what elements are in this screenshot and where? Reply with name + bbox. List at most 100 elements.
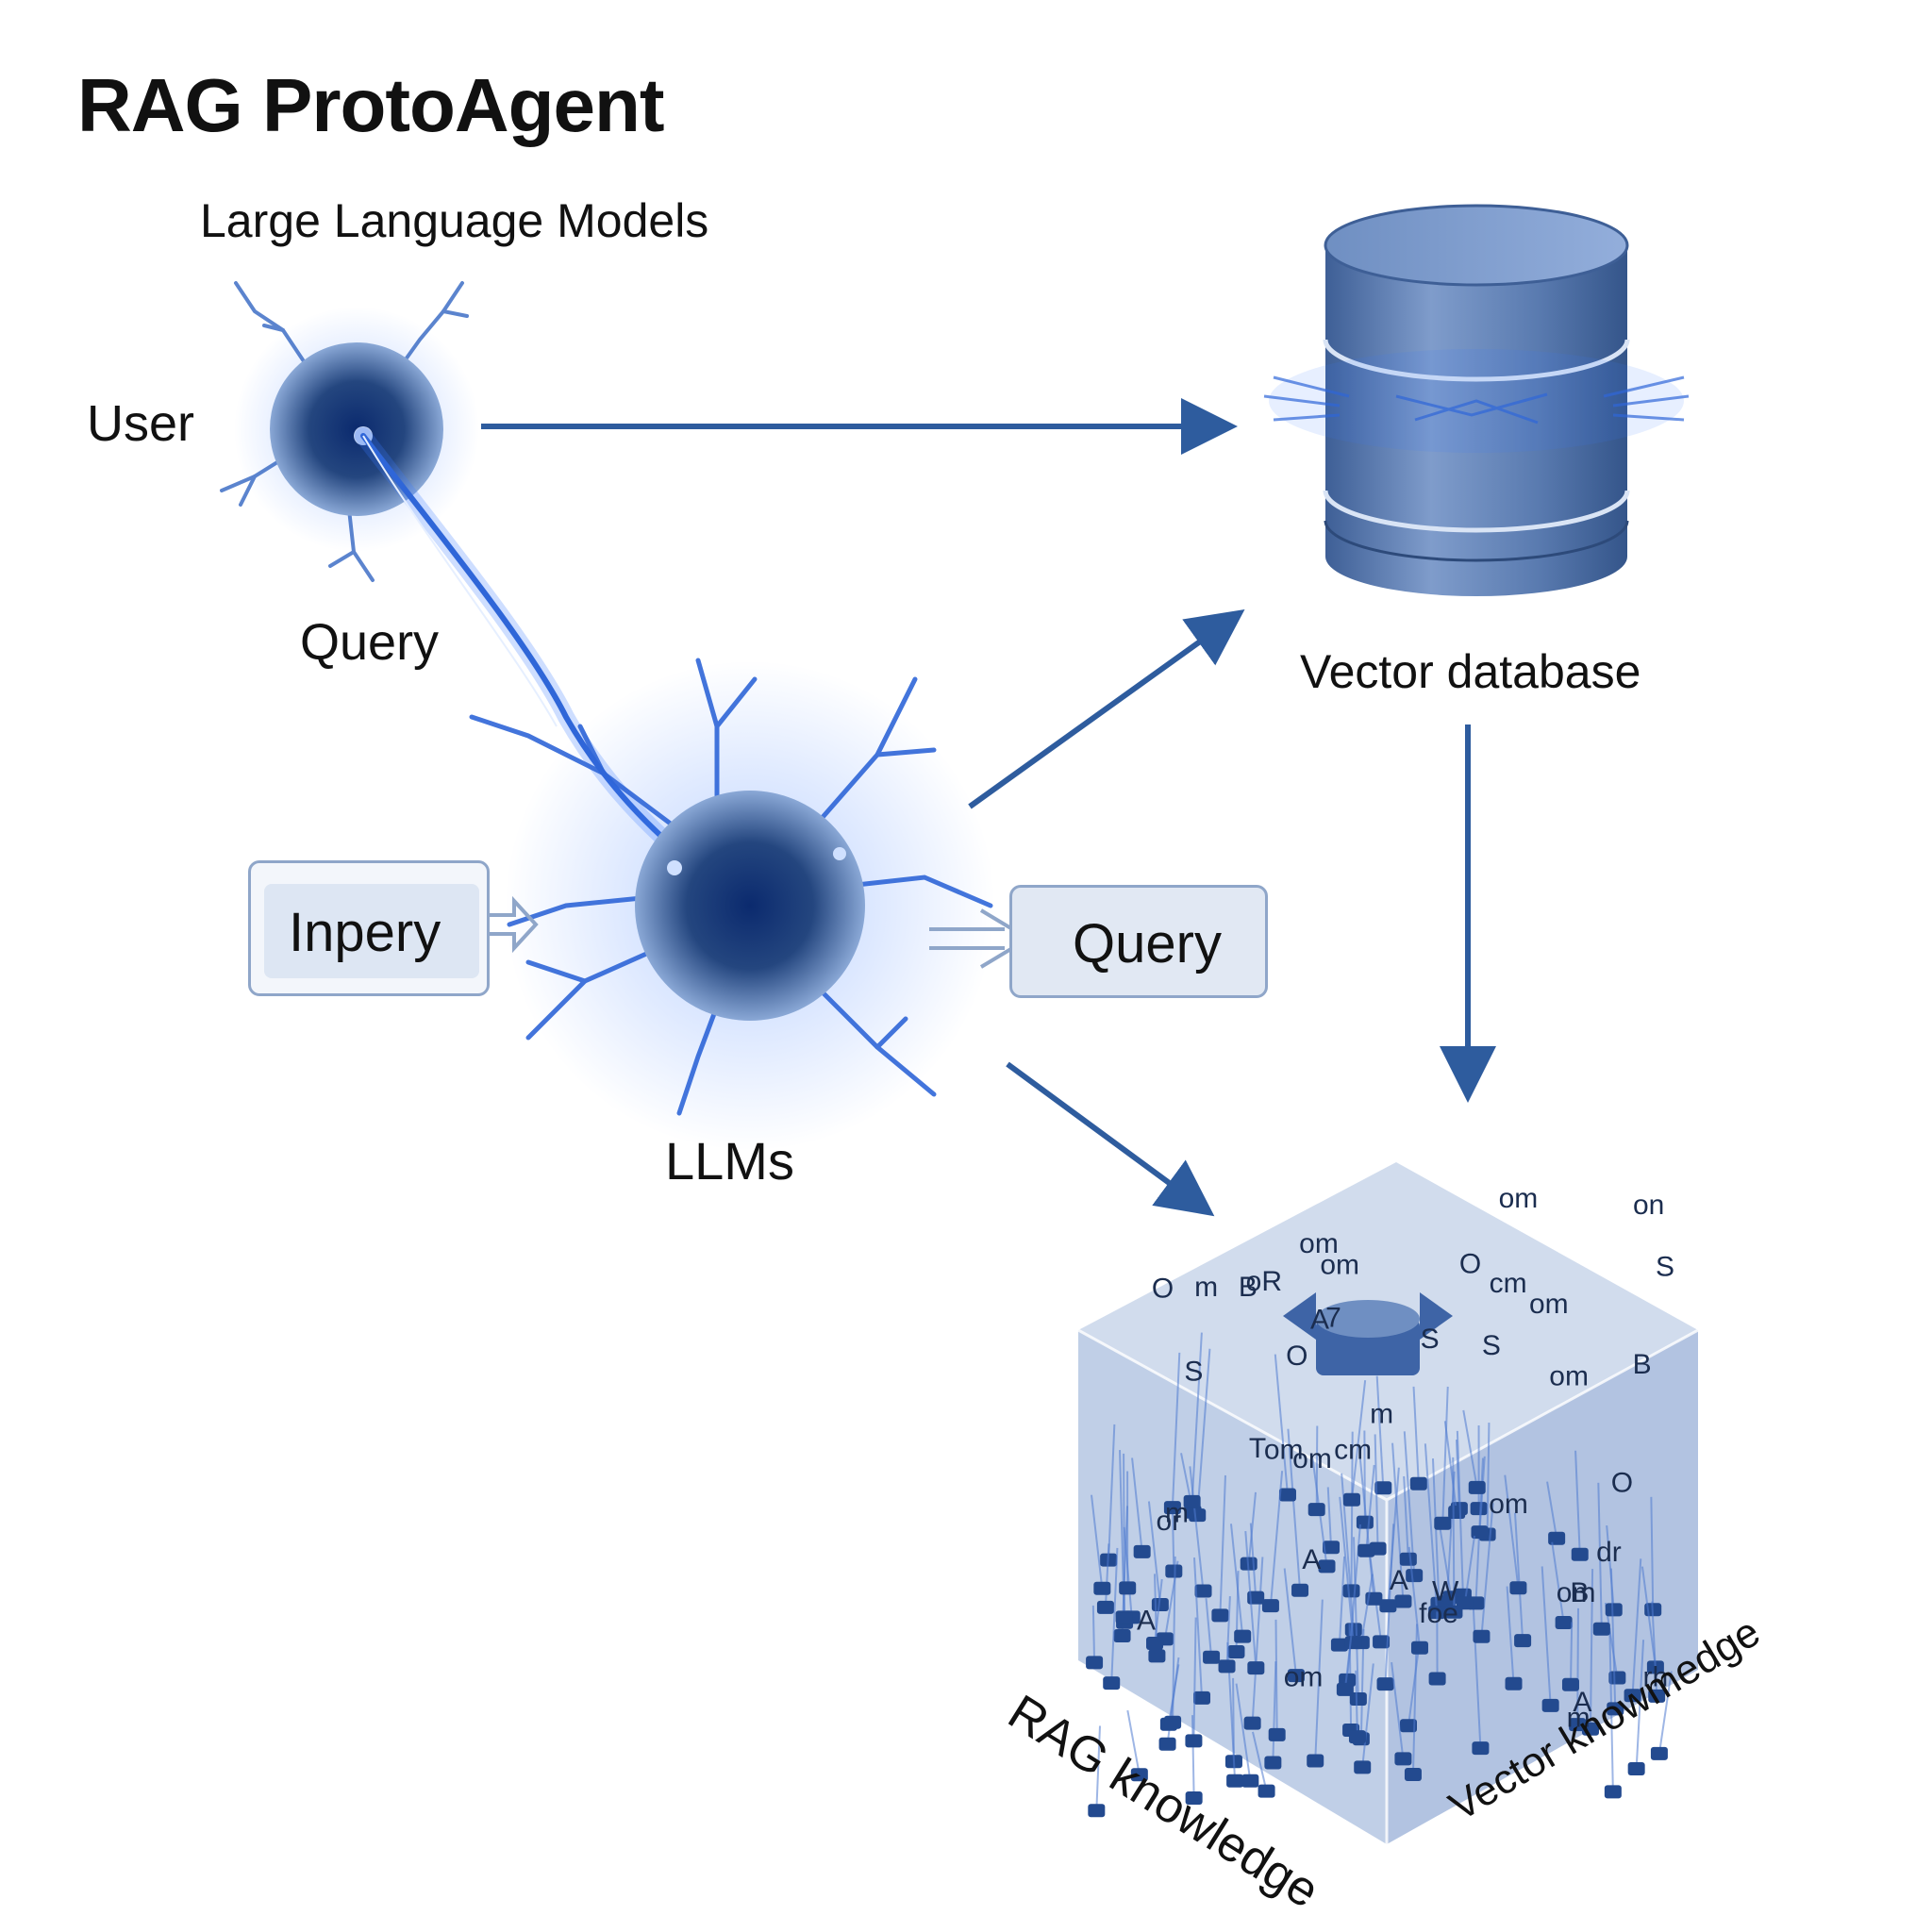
cube-glyph: cm [1334, 1434, 1372, 1465]
cube-filament [1338, 1556, 1346, 1645]
cube-glyph: A [1302, 1544, 1321, 1575]
cube-filament [1272, 1661, 1277, 1763]
cube-glyph: O [1611, 1467, 1633, 1498]
cube-glyph: m [1567, 1702, 1591, 1733]
cube-node [1165, 1564, 1183, 1578]
cube-filament [1506, 1586, 1515, 1684]
cube-node [1115, 1610, 1133, 1624]
cube-filament [1651, 1601, 1658, 1696]
cube-filament [1350, 1431, 1354, 1591]
cube-filament [1452, 1457, 1456, 1612]
cube-filament [1091, 1605, 1096, 1663]
cube-filament [1154, 1578, 1163, 1644]
cube-filament [1251, 1557, 1264, 1724]
cube-filament [1541, 1566, 1552, 1706]
cube-node [1569, 1718, 1587, 1732]
cube-node [1514, 1634, 1532, 1648]
cube-node [1354, 1760, 1372, 1774]
cube-node [1323, 1541, 1341, 1555]
cube-node [1561, 1677, 1579, 1691]
cube-node [1541, 1698, 1559, 1712]
cube-filament [1091, 1494, 1104, 1589]
cube-node [1394, 1752, 1412, 1766]
cube-filament [1589, 1569, 1594, 1729]
cube-node [1604, 1785, 1622, 1799]
cube-node [1592, 1622, 1610, 1636]
cube-glyph: T [1249, 1433, 1266, 1464]
cube-filament [1456, 1430, 1464, 1595]
cube-node [1548, 1531, 1566, 1545]
cube-glyph: S [1421, 1324, 1440, 1355]
cube-filament [1431, 1457, 1441, 1604]
cube-node [1409, 1476, 1427, 1491]
cube-node [1119, 1581, 1137, 1595]
cube-filament [1407, 1546, 1421, 1648]
cube-node [1356, 1515, 1374, 1529]
cube-node [1336, 1682, 1354, 1696]
cube-filament [1191, 1332, 1203, 1502]
cube-node [1148, 1649, 1166, 1663]
cube-node [1164, 1715, 1182, 1729]
cube-filament [1551, 1541, 1565, 1624]
cube-node [1257, 1784, 1275, 1798]
cube-node [1648, 1689, 1666, 1703]
cube-node [1472, 1741, 1490, 1756]
cube-node [1374, 1481, 1392, 1495]
cube-filament [1350, 1379, 1367, 1500]
cube-filament [1193, 1557, 1204, 1698]
cube-filament [1472, 1597, 1482, 1749]
cube-filament [1546, 1481, 1558, 1539]
label-vector-database: Vector database [1300, 645, 1641, 698]
cube-glyph: S [1184, 1357, 1203, 1388]
cube-glyph: B [1239, 1272, 1257, 1303]
cube-node [1650, 1746, 1668, 1760]
cube-filament [1095, 1725, 1101, 1811]
cube-node [1307, 1503, 1325, 1517]
cube-node [1318, 1559, 1336, 1574]
cube-glyph: om [1557, 1577, 1596, 1608]
cube-glyph: om [1264, 1435, 1304, 1466]
cube-filament [1412, 1386, 1420, 1484]
cube-filament [1192, 1617, 1197, 1741]
cube-filament [1339, 1496, 1355, 1643]
cube-filament [1441, 1386, 1449, 1524]
cube-filament [1191, 1715, 1195, 1799]
cube-node [1607, 1702, 1624, 1716]
cube-node [1509, 1581, 1527, 1595]
cube-node [1627, 1762, 1645, 1776]
cube-filament [1252, 1731, 1268, 1791]
label-query: Query [300, 614, 440, 671]
cube-glyph: om [1489, 1489, 1528, 1520]
cube-filament [1443, 1421, 1458, 1513]
cube-filament [1480, 1503, 1494, 1637]
cube-filament [1104, 1543, 1110, 1607]
cube-filament [1365, 1464, 1375, 1551]
cube-node [1287, 1669, 1305, 1683]
cube-filament [1375, 1375, 1385, 1489]
cube-filament [1650, 1496, 1655, 1610]
cube-node [1194, 1584, 1212, 1598]
cube-glyph: om [1299, 1228, 1339, 1259]
cube-node [1330, 1638, 1348, 1652]
cube-core-icon [1283, 1292, 1453, 1375]
cube-node [1243, 1716, 1261, 1730]
cube-node [1505, 1676, 1523, 1690]
cube-filament [1391, 1442, 1405, 1602]
cube-filament [1361, 1663, 1374, 1768]
cube-filament [1326, 1487, 1333, 1548]
cube-glyph: B [1633, 1349, 1652, 1380]
cube-glyph: 7 [1325, 1302, 1341, 1333]
cube-node [1184, 1505, 1202, 1519]
cube-filament [1478, 1456, 1486, 1533]
cube-node [1133, 1544, 1151, 1558]
cube-node [1086, 1656, 1104, 1670]
cube-node [1456, 1596, 1474, 1610]
cube-filament [1635, 1640, 1645, 1770]
cube-filament [1283, 1568, 1297, 1676]
cube-node [1264, 1756, 1282, 1770]
cube-filament [1569, 1622, 1574, 1685]
cube-node [1146, 1637, 1164, 1651]
label-user: User [87, 395, 195, 452]
output-query-box: Query [1009, 885, 1268, 998]
